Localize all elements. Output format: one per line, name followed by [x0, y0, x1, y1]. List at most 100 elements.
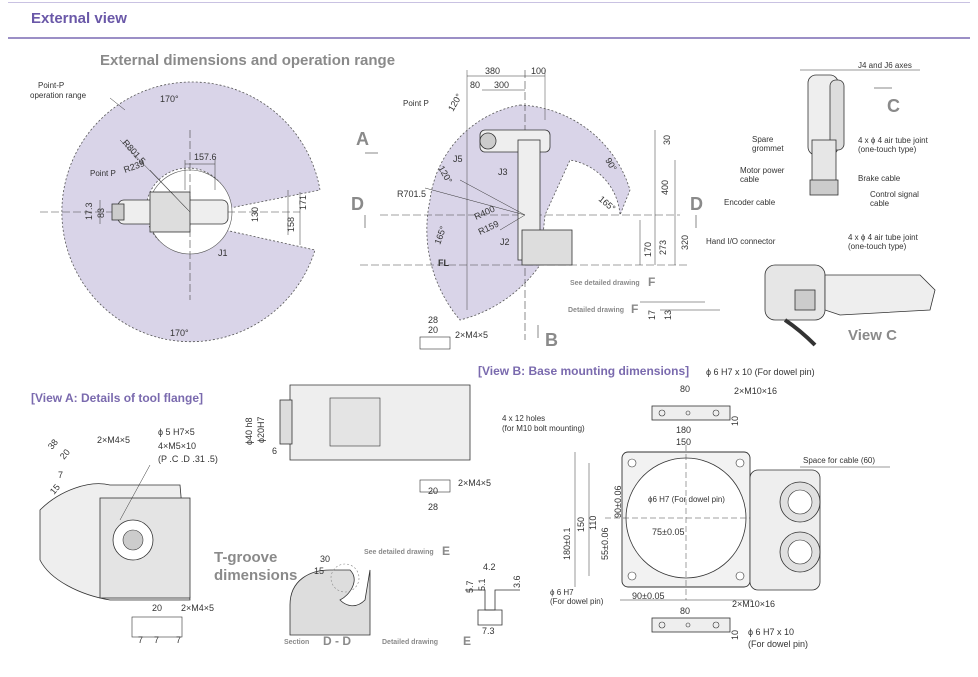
side-see-f: See detailed drawing [570, 280, 640, 287]
b-d-phi6: ϕ6 H7 (For dowel pin) [648, 495, 725, 504]
title-tgroove-2: dimensions [214, 567, 297, 584]
fl-m4-bottom: 2×M4×5 [181, 603, 214, 613]
side-d-380: 380 [485, 66, 500, 76]
letter-d-right: D [690, 194, 703, 214]
side-angle-165a: 165° [597, 194, 618, 214]
b-d-90h: 90±0.05 [632, 591, 664, 601]
letter-a: A [356, 129, 369, 149]
fl-d-7a: 7 [58, 470, 63, 480]
c-spare-2: grommet [752, 144, 784, 153]
fl-d-20h7: ϕ20H7 [256, 416, 266, 443]
side-d-400: 400 [660, 180, 670, 195]
tg-d-30: 30 [320, 554, 330, 564]
side-detail-letter-f: F [631, 302, 638, 316]
fl-d-20b: 20 [428, 486, 438, 496]
tg-section-dd: D - D [323, 634, 351, 648]
tool-flange: 28 20 2×M4×5 ϕ40 h8 ϕ20H7 6 2×M4×5 20 28… [39, 315, 491, 645]
c-motor-2: cable [740, 175, 760, 184]
plan-range-label-1: Point-P [38, 81, 64, 90]
c-encoder: Encoder cable [724, 198, 776, 207]
b-phi6-1: ϕ 6 H7 [550, 588, 574, 597]
tg-letter-e-top: E [442, 544, 450, 558]
plan-d-157-6: 157.6 [194, 152, 217, 162]
plan-angle-top: 170° [160, 94, 179, 104]
tg-see-e: See detailed drawing [364, 549, 434, 556]
plan-d-158: 158 [286, 217, 296, 232]
tg-section: Section [284, 639, 309, 646]
fl-d-40: ϕ40 h8 [244, 417, 254, 445]
letter-b: B [545, 330, 558, 350]
side-j5: J5 [453, 154, 463, 164]
view-c: J4 and J6 axes C Spare grommet 4 x ϕ 4 a… [706, 61, 936, 347]
side-d-170: 170 [643, 242, 653, 257]
b-top-plate [651, 405, 731, 421]
tg-d-5-1: 5.1 [477, 578, 487, 591]
fl-m5-2: (P .C .D .31 .5) [158, 454, 218, 464]
base-view: ϕ 6 H7 x 10 (For dowel pin) 80 2×M10×16 … [502, 367, 890, 649]
c-brake: Brake cable [858, 174, 901, 183]
fl-m4-left: 2×M4×5 [97, 435, 130, 445]
c-air-2: (one-touch type) [858, 145, 917, 154]
b-d-75: 75±0.05 [652, 527, 684, 537]
tgroove-view: 30 15 See detailed drawing E Section D -… [284, 544, 522, 648]
plan-j1: J1 [218, 248, 228, 258]
side-point-p: Point P [403, 99, 429, 108]
fl-d-20a: 20 [428, 325, 438, 335]
b-holes-2: (for M10 bolt mounting) [502, 424, 585, 433]
side-d-13: 13 [663, 310, 673, 320]
b-d-10a: 10 [730, 416, 740, 426]
b-d-180: 180 [676, 425, 691, 435]
fl-d-28a: 28 [428, 315, 438, 325]
side-fl: FL [438, 258, 449, 268]
c-hand-io: Hand I/O connector [706, 237, 776, 246]
header: External view [0, 0, 978, 40]
tgroove-section-shape [289, 569, 371, 636]
fl-d-15: 15 [48, 482, 62, 496]
b-phi6-2: (For dowel pin) [550, 597, 604, 606]
c-control-2: cable [870, 199, 890, 208]
plan-angle-bottom: 170° [170, 328, 189, 338]
b-dowel-top: ϕ 6 H7 x 10 (For dowel pin) [706, 367, 815, 377]
tg-letter-e: E [463, 634, 471, 648]
c-letter: C [887, 96, 900, 116]
side-letter-f: F [648, 275, 655, 289]
c-air2-2: (one-touch type) [848, 242, 907, 251]
tg-d-4-2: 4.2 [483, 562, 496, 572]
title-tgroove-1: T-groove [214, 549, 277, 566]
header-rule [8, 37, 970, 39]
title-external: External dimensions and operation range [100, 52, 395, 69]
fl-d-7b: 7 [138, 635, 143, 645]
tg-d-15: 15 [314, 566, 324, 576]
title-view-a: [View A: Details of tool flange] [31, 391, 203, 405]
c-j4j6: J4 and J6 axes [858, 61, 912, 70]
b-cable-space: Space for cable (60) [803, 456, 875, 465]
fl-m4-top: 2×M4×5 [455, 330, 488, 340]
plan-view: Point-P operation range 170° 170° R801.5… [30, 81, 321, 343]
b-d-90v: 90±0.06 [613, 486, 623, 518]
side-j3: J3 [498, 167, 508, 177]
b-m10-bottom: 2×M10×16 [732, 599, 775, 609]
page-title: External view [31, 10, 127, 27]
plan-point-p: Point P [90, 169, 116, 178]
c-air-1: 4 x ϕ 4 air tube joint [858, 136, 929, 145]
side-angle-120a: 120° [446, 92, 464, 113]
c-spare-1: Spare [752, 135, 774, 144]
b-dowel-b2: (For dowel pin) [748, 639, 808, 649]
side-d-300: 300 [494, 80, 509, 90]
fl-d-7c: 7 [154, 635, 159, 645]
plan-d-130: 130 [250, 207, 260, 222]
fl-m5-1: 4×M5×10 [158, 441, 196, 451]
title-view-b: [View B: Base mounting dimensions] [478, 364, 689, 378]
b-holes-1: 4 x 12 holes [502, 414, 545, 423]
b-d-110: 110 [588, 516, 598, 530]
side-j2: J2 [500, 237, 510, 247]
fl-phi5: ϕ 5 H7×5 [158, 427, 195, 437]
title-view-c: View C [848, 327, 897, 344]
c-control-1: Control signal [870, 190, 919, 199]
plan-d-17-3: 17.3 [84, 202, 94, 220]
b-d-180-v: 180±0.1 [562, 528, 572, 560]
b-d-150v: 150 [576, 517, 586, 532]
c-air2-1: 4 x ϕ 4 air tube joint [848, 233, 919, 242]
b-bottom-plate [651, 617, 731, 633]
c-motor-1: Motor power [740, 166, 785, 175]
